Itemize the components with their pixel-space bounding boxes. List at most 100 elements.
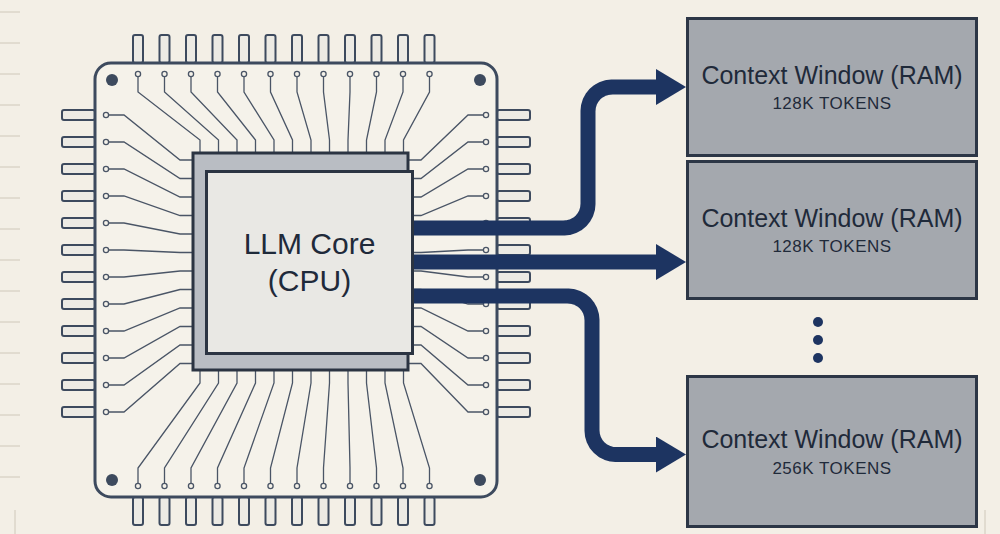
trace-pad xyxy=(103,355,108,360)
memory-box: Context Window (RAM)128K TOKENS xyxy=(686,160,978,300)
chip-pin xyxy=(160,35,170,63)
paper-line xyxy=(0,43,20,44)
chip-pin xyxy=(239,497,249,525)
trace-pad xyxy=(483,166,488,171)
chip-trace xyxy=(244,74,274,153)
chip-pin xyxy=(266,497,276,525)
chip-pin xyxy=(239,35,249,63)
chip-trace xyxy=(106,223,193,234)
chip-trace xyxy=(106,364,193,413)
chip-trace xyxy=(106,327,193,359)
chip-pin xyxy=(213,35,223,63)
ellipsis-dot xyxy=(813,317,823,327)
paper-line xyxy=(0,74,20,75)
trace-pad xyxy=(483,193,488,198)
paper-line xyxy=(0,105,20,106)
chip-trace xyxy=(106,196,193,216)
chip-pin xyxy=(497,380,530,390)
data-arrow xyxy=(414,255,661,270)
chip-trace xyxy=(106,250,193,253)
trace-pad xyxy=(483,112,488,117)
chip-pin xyxy=(497,110,530,120)
paper-line xyxy=(0,477,20,478)
chip-pins xyxy=(62,35,530,525)
chip-pin xyxy=(62,299,95,309)
chip-trace xyxy=(218,370,256,486)
trace-pad xyxy=(103,382,108,387)
chip-trace xyxy=(408,169,486,197)
paper-line xyxy=(0,12,20,13)
chip-pin xyxy=(186,497,196,525)
chip-pin xyxy=(62,272,95,282)
trace-pad xyxy=(294,483,299,488)
chip-trace xyxy=(348,74,350,153)
chip-trace xyxy=(106,308,193,331)
chip-trace xyxy=(404,74,430,153)
trace-pad xyxy=(294,71,299,76)
chip-trace xyxy=(218,74,256,153)
chip-pin xyxy=(497,245,530,255)
trace-pad xyxy=(103,274,108,279)
trace-pad xyxy=(268,483,273,488)
chip-pin xyxy=(62,164,95,174)
chip-trace xyxy=(404,370,430,486)
chip-pin xyxy=(497,326,530,336)
memory-box: Context Window (RAM)128K TOKENS xyxy=(686,17,978,157)
chip-trace xyxy=(408,196,486,216)
trace-pad xyxy=(483,139,488,144)
ellipsis-dot xyxy=(813,353,823,363)
chip-corner-dot xyxy=(474,74,486,86)
memory-box: Context Window (RAM)256K TOKENS xyxy=(686,375,978,528)
chip-pin xyxy=(133,35,143,63)
chip-pin xyxy=(398,497,408,525)
box-title: Context Window (RAM) xyxy=(701,203,962,234)
chip-trace xyxy=(408,250,486,253)
chip-trace xyxy=(408,142,486,179)
chip-pin xyxy=(62,218,95,228)
data-arrow xyxy=(414,87,661,228)
trace-pad xyxy=(188,483,193,488)
chip-pin xyxy=(497,353,530,363)
trace-pad xyxy=(268,71,273,76)
chip-trace xyxy=(297,370,311,486)
trace-pad xyxy=(215,71,220,76)
trace-pad xyxy=(374,483,379,488)
trace-pad xyxy=(241,483,246,488)
trace-pad xyxy=(103,166,108,171)
chip-trace xyxy=(385,370,403,486)
cpu-core-box: LLM Core (CPU) xyxy=(205,170,414,355)
chip-trace xyxy=(385,74,403,153)
chip-corner-dot xyxy=(106,74,118,86)
trace-pad xyxy=(103,301,108,306)
chip-pin xyxy=(497,272,530,282)
chip-pin xyxy=(345,35,355,63)
chip-pin xyxy=(398,35,408,63)
paper-line xyxy=(0,136,20,137)
chip-pin xyxy=(425,35,435,63)
trace-pad xyxy=(321,71,326,76)
chip-trace xyxy=(408,345,486,385)
trace-pad xyxy=(427,71,432,76)
trace-pad xyxy=(103,328,108,333)
trace-pad xyxy=(103,112,108,117)
box-title: Context Window (RAM) xyxy=(701,60,962,91)
chip-pin xyxy=(160,497,170,525)
paper-line xyxy=(0,415,20,416)
paper-line xyxy=(15,510,16,534)
chip-trace xyxy=(191,370,237,486)
chip-trace xyxy=(408,115,486,160)
chip-corner-dot xyxy=(474,474,486,486)
chip-trace xyxy=(271,370,293,486)
trace-pad xyxy=(162,71,167,76)
trace-pad xyxy=(347,483,352,488)
paper-line xyxy=(0,260,20,261)
trace-pad xyxy=(103,139,108,144)
chip-pin xyxy=(292,35,302,63)
chip-trace xyxy=(408,308,486,331)
trace-pad xyxy=(400,71,405,76)
chip-pin xyxy=(62,380,95,390)
trace-pad xyxy=(215,483,220,488)
chip-trace xyxy=(297,74,311,153)
box-caption: 256K TOKENS xyxy=(772,459,891,479)
chip-pin xyxy=(62,137,95,147)
